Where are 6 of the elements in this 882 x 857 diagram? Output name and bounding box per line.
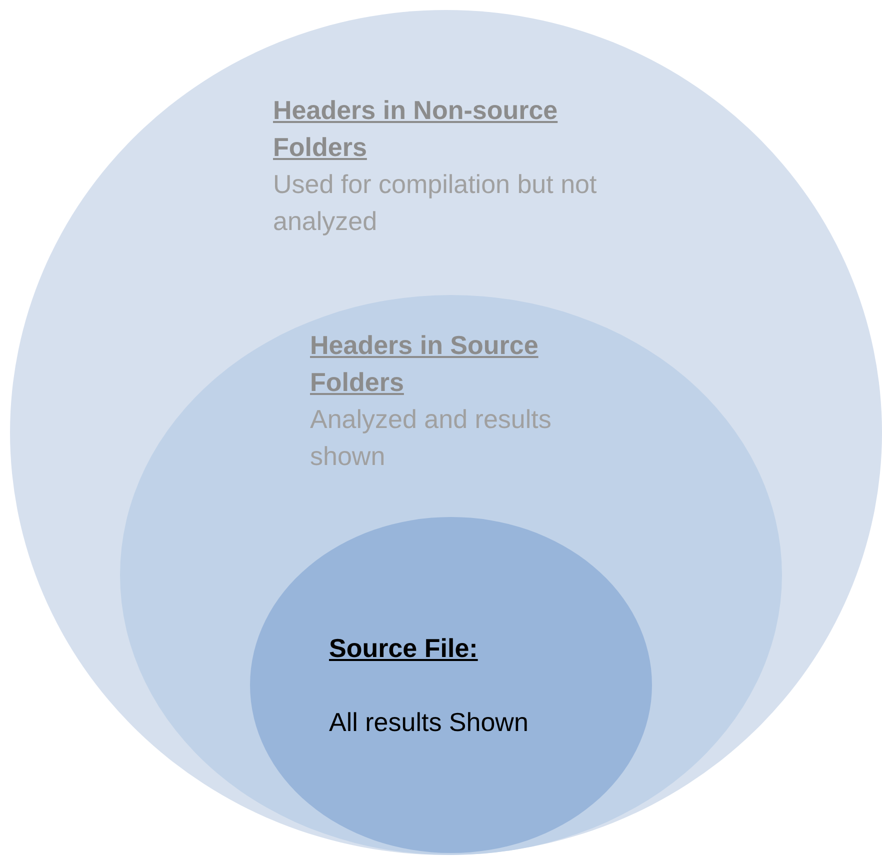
region-heading: Source File:	[329, 632, 479, 665]
region-heading: Headers in Non-source Folders	[273, 94, 559, 164]
region-description: All results Shown	[329, 706, 529, 739]
region-description: Used for compilation but not analyzed	[273, 168, 598, 238]
region-heading: Headers in Source Folders	[310, 329, 540, 399]
region-description: Analyzed and results shown	[310, 403, 552, 473]
